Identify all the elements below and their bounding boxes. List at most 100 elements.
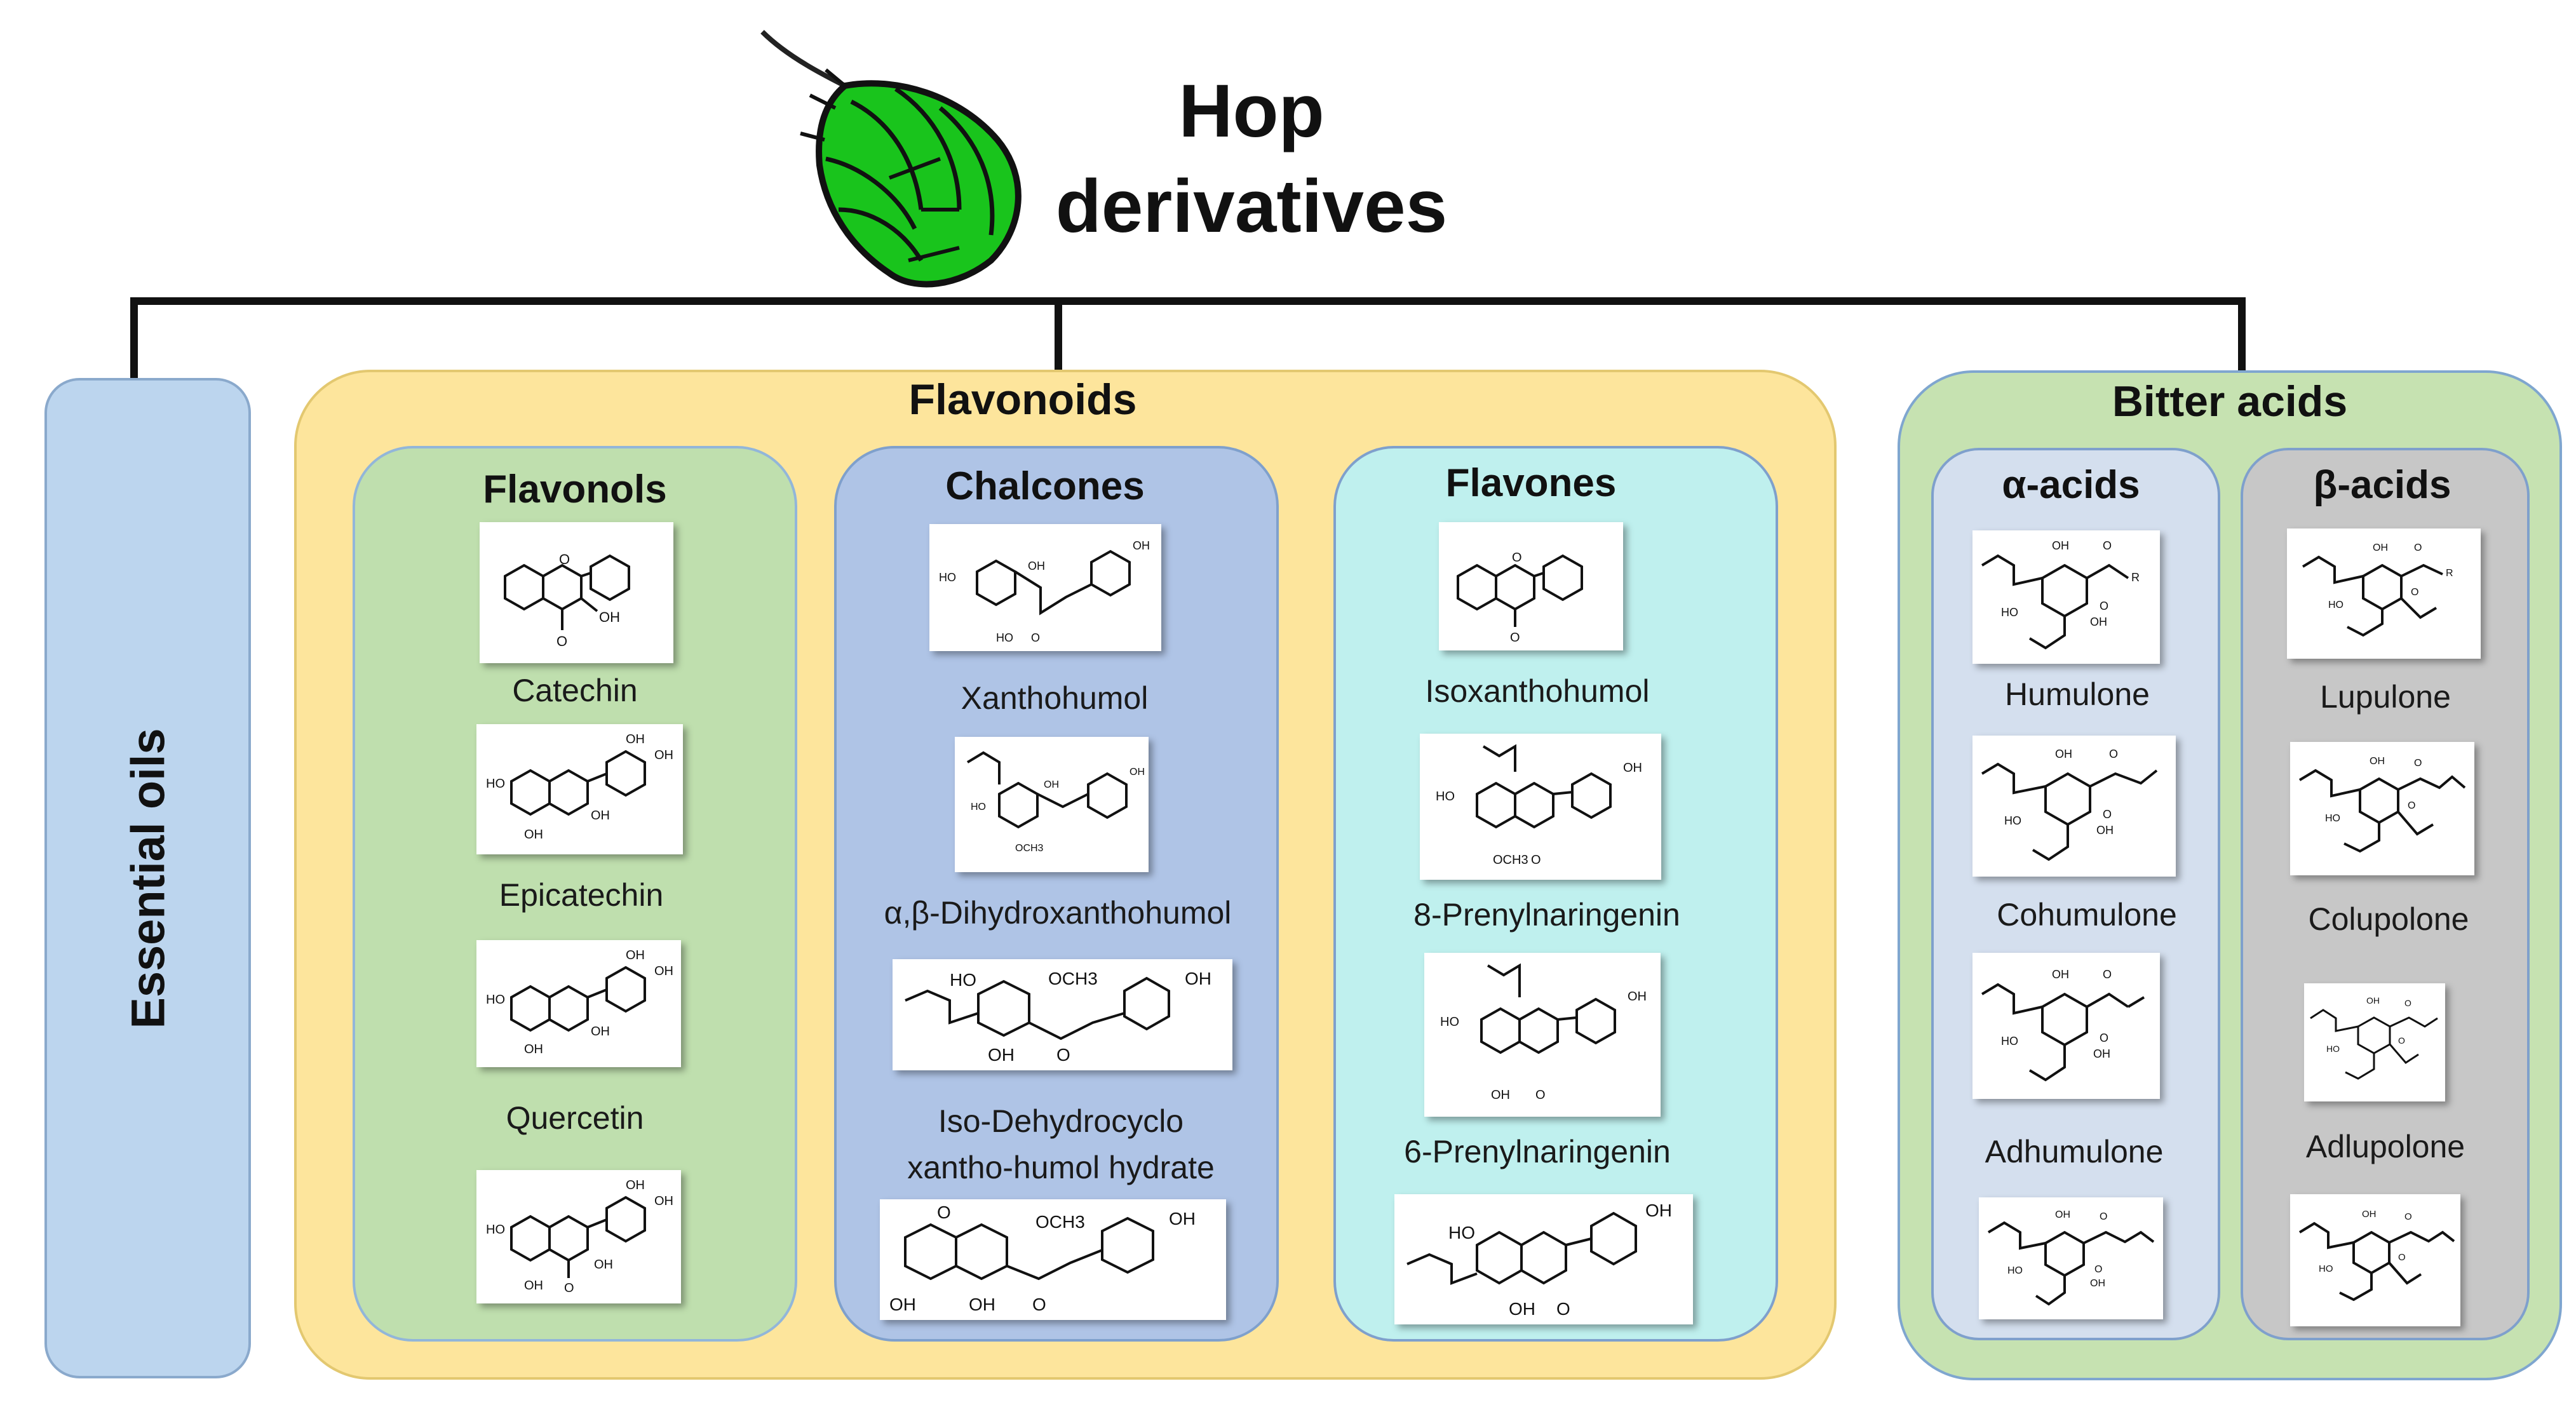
6-prenylnaringenin-structure: HO OH O OH <box>1394 1194 1693 1324</box>
dihydroxanthohumol-structure: HO OCH3 OH O OH <box>893 959 1232 1070</box>
atom-label: HO <box>2001 606 2018 619</box>
compound-name: Colupolone <box>2308 901 2469 937</box>
atom-label: OH <box>654 964 673 978</box>
atom-label: OH <box>1645 1201 1672 1220</box>
atom-label: O <box>1056 1045 1070 1065</box>
atom-label: HO <box>1436 790 1455 804</box>
atom-label: O <box>1031 631 1040 644</box>
atom-label: HO <box>486 777 505 791</box>
atom-label: OH <box>2052 539 2069 552</box>
atom-label: OH <box>2093 1047 2110 1060</box>
atom-label: O <box>2103 539 2112 552</box>
8-prenylnaringenin-structure: HO OH O OH <box>1424 953 1661 1117</box>
atom-label: O <box>2414 542 2422 553</box>
atom-label: O <box>1556 1299 1570 1319</box>
tree-connector-flavonoids <box>1055 297 1062 370</box>
diagram-title: Hop derivatives <box>1029 64 1474 254</box>
hop-cone-icon <box>750 19 1042 299</box>
atom-label: R <box>2131 571 2140 584</box>
compound-name: α,β-Dihydroxanthohumol <box>884 895 1232 931</box>
atom-label: OH <box>524 828 543 842</box>
atom-label: O <box>2408 800 2415 811</box>
xanthohumol-structure: HO OH OCH3 OH <box>955 737 1149 872</box>
compound-name: Adhumulone <box>1985 1134 2164 1169</box>
atom-label: OH <box>1623 761 1642 775</box>
atom-label: HO <box>486 1223 505 1237</box>
atom-label: OH <box>2052 968 2069 981</box>
compound-name: Adlupolone <box>2305 1129 2465 1164</box>
atom-label: OH <box>591 1025 610 1039</box>
atom-label: HO <box>2319 1263 2333 1274</box>
atom-label: OH <box>2096 824 2114 837</box>
atom-label: O <box>2100 1211 2107 1222</box>
atom-label: O <box>1535 1088 1546 1102</box>
atom-label: HO <box>939 571 956 584</box>
atom-label: OH <box>524 1279 543 1293</box>
atom-label: R <box>2446 568 2453 579</box>
flavone-core-structure: O O <box>1439 522 1623 650</box>
atom-label: O <box>2398 1252 2406 1263</box>
atom-label: OH <box>2055 748 2072 760</box>
atom-label: HO <box>2325 813 2340 824</box>
atom-label: HO <box>486 993 505 1007</box>
title-line-2: derivatives <box>1055 165 1448 248</box>
atom-label: O <box>1512 551 1522 565</box>
tree-connector-bitter-acids <box>2238 297 2246 371</box>
essential-oils-label: Essential oils <box>121 728 174 1028</box>
atom-label: OH <box>524 1042 543 1056</box>
atom-label: OH <box>2373 542 2388 553</box>
atom-label: HO <box>950 970 976 990</box>
atom-label: OH <box>599 609 620 625</box>
tree-connector-essential-oils <box>130 297 138 379</box>
atom-label: O <box>2404 1211 2412 1222</box>
chalcone-core-structure: HO OH HO O OH <box>929 524 1161 651</box>
atom-label: OH <box>1185 969 1211 988</box>
compound-name: Cohumulone <box>1997 897 2177 932</box>
atom-label: O <box>2103 968 2112 981</box>
atom-label: OH <box>594 1258 613 1272</box>
atom-label: O <box>937 1202 951 1222</box>
atom-label: O <box>2404 998 2411 1008</box>
atom-label: OH <box>2362 1209 2377 1220</box>
atom-label: HO <box>2007 1265 2023 1276</box>
alpha-acids-title: α-acids <box>2002 463 2140 507</box>
atom-label: O <box>559 551 570 567</box>
cohumulone-structure: OH O HO OH O <box>1972 953 2160 1099</box>
atom-label: OCH3 <box>1493 853 1528 867</box>
catechin-structure: HO OH OH OH OH <box>476 724 683 854</box>
atom-label: O <box>2411 587 2418 598</box>
compound-name: Quercetin <box>506 1100 644 1136</box>
atom-label: OH <box>626 1178 645 1192</box>
compound-name: Isoxanthohumol <box>1425 673 1650 709</box>
atom-label: OH <box>2366 995 2380 1006</box>
humulone-structure: OH O HO OH O <box>1972 736 2176 877</box>
flavones-title: Flavones <box>1445 461 1617 505</box>
atom-label: OH <box>1028 560 1045 572</box>
flavonol-core-structure: O O OH <box>480 522 673 663</box>
atom-label: OH <box>889 1295 916 1314</box>
atom-label: O <box>2414 758 2422 769</box>
compound-name: Catechin <box>512 673 638 708</box>
atom-label: OH <box>2055 1209 2070 1220</box>
atom-label: HO <box>2328 600 2343 610</box>
atom-label: HO <box>1440 1015 1459 1029</box>
atom-label: O <box>2094 1264 2102 1275</box>
title-line-1: Hop <box>1178 69 1325 153</box>
essential-oils-box: Essential oils <box>44 378 251 1378</box>
atom-label: O <box>2103 808 2112 821</box>
lupulone-structure: OH O HO O <box>2290 742 2474 875</box>
atom-label: HO <box>2001 1035 2018 1047</box>
atom-label: O <box>1510 631 1520 645</box>
atom-label: OH <box>591 809 610 823</box>
adhumulone-structure: OH O HO OH O <box>1979 1197 2163 1319</box>
atom-label: O <box>1531 853 1541 867</box>
atom-label: OH <box>1169 1209 1196 1229</box>
atom-label: HO <box>1448 1223 1475 1242</box>
epicatechin-structure: HO OH OH OH OH <box>476 940 681 1067</box>
atom-label: OH <box>1491 1088 1510 1102</box>
chalcones-title: Chalcones <box>945 464 1145 508</box>
atom-label: OH <box>1509 1299 1535 1319</box>
atom-label: OH <box>1130 767 1145 778</box>
quercetin-structure: HO OH O OH OH OH <box>476 1170 681 1303</box>
atom-label: OH <box>988 1045 1015 1065</box>
